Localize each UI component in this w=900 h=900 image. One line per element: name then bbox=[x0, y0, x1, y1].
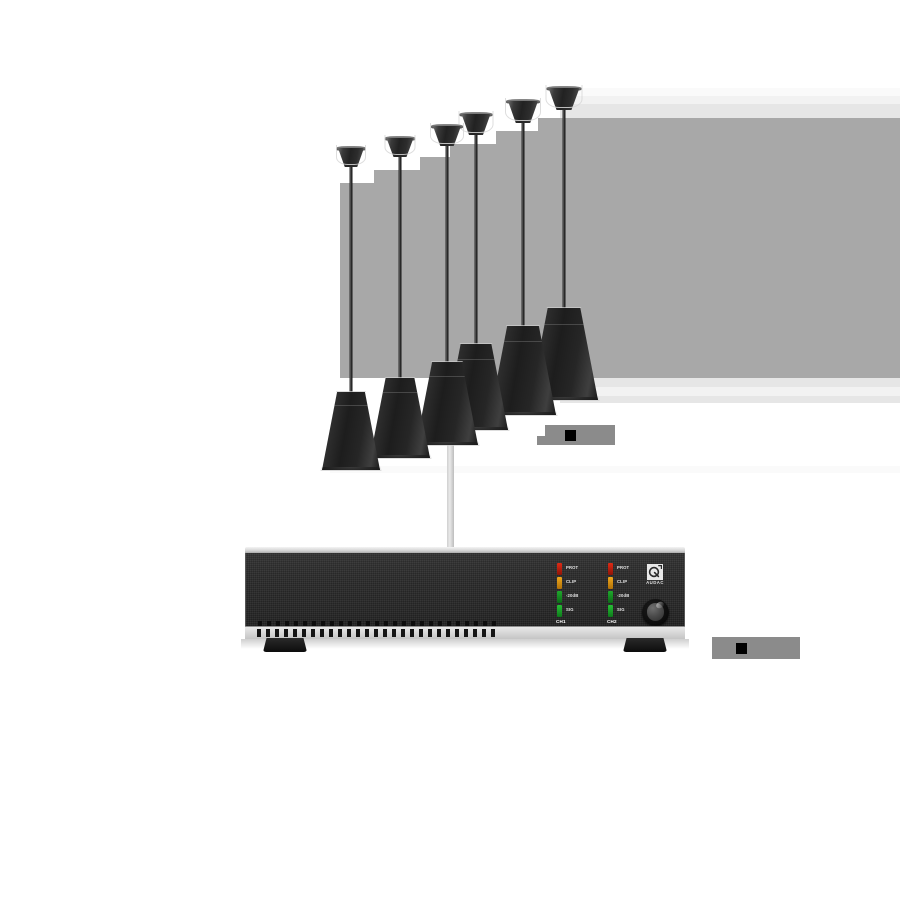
backdrop-fade-top-b bbox=[560, 96, 900, 104]
speaker-cone-seam bbox=[446, 359, 506, 360]
led-bar-ch1 bbox=[557, 563, 562, 617]
led-ch1-20db bbox=[557, 591, 562, 603]
ceiling-mount-icon bbox=[430, 123, 464, 146]
backdrop-fade-top-c bbox=[560, 88, 900, 96]
led-label-ch1-20db: -20dB bbox=[566, 593, 579, 598]
volume-knob[interactable] bbox=[642, 599, 669, 626]
led-bar-ch2 bbox=[608, 563, 613, 617]
led-label-ch1-channel: CH1 bbox=[556, 619, 566, 624]
led-label-ch1-clip: CLIP bbox=[566, 579, 577, 584]
ceiling-mount-icon bbox=[545, 85, 583, 110]
led-label-ch1-prot: PROT bbox=[566, 565, 579, 570]
backdrop-fade-top-d bbox=[560, 112, 900, 118]
speaker-cone-base bbox=[370, 455, 430, 458]
speaker-cone-base bbox=[416, 442, 478, 445]
scp212-amplifier[interactable]: PROT CLIP -20dB SIG CH1 PROT CLIP bbox=[241, 547, 689, 652]
suspension-mast bbox=[398, 157, 402, 382]
speaker-cone-seam bbox=[418, 376, 476, 377]
backdrop-fade-floor bbox=[330, 466, 900, 473]
redaction-upper-tail bbox=[537, 436, 555, 445]
led-meter-ch1: PROT CLIP -20dB SIG CH1 bbox=[556, 563, 597, 625]
led-ch2-clip bbox=[608, 577, 613, 589]
speaker-cone-seam bbox=[324, 405, 378, 406]
backdrop-step-2 bbox=[374, 170, 422, 378]
suspension-mast bbox=[521, 123, 525, 330]
led-label-ch2-20db: -20dB bbox=[617, 593, 630, 598]
led-ch2-prot bbox=[608, 563, 613, 575]
speaker-cone-seam bbox=[492, 341, 554, 342]
suspension-mast bbox=[562, 110, 566, 312]
backdrop-fade-bottom-a bbox=[560, 378, 900, 387]
ceiling-mount-icon bbox=[505, 98, 541, 123]
redaction-upper-marker bbox=[565, 430, 576, 441]
led-label-ch2-clip: CLIP bbox=[617, 579, 628, 584]
led-ch2-sig bbox=[608, 605, 613, 617]
amp-vent-slots bbox=[257, 629, 500, 637]
pendant-speaker-3 bbox=[414, 123, 480, 446]
led-meter-ch2: PROT CLIP -20dB SIG CH2 bbox=[607, 563, 648, 625]
amp-foot-right bbox=[623, 638, 667, 652]
ceiling-mount-icon bbox=[458, 111, 494, 135]
pendant-speaker-2 bbox=[368, 135, 432, 459]
speaker-cone-base bbox=[530, 397, 598, 400]
led-ch1-sig bbox=[557, 605, 562, 617]
amp-top-trim bbox=[245, 547, 685, 554]
backdrop-fade-top-a bbox=[560, 104, 900, 112]
speaker-cone-base bbox=[444, 427, 508, 430]
suspension-mast bbox=[445, 146, 449, 366]
speaker-cone-seam bbox=[532, 324, 596, 325]
speaker-cone-base bbox=[322, 467, 380, 470]
led-label-ch2-prot: PROT bbox=[617, 565, 630, 570]
backdrop-fade-bottom-b bbox=[560, 387, 900, 396]
speaker-cone-outline bbox=[320, 391, 382, 471]
led-ch1-prot bbox=[557, 563, 562, 575]
backdrop-step-1 bbox=[340, 183, 376, 378]
backdrop-step-4 bbox=[450, 144, 498, 378]
amp-foot-left bbox=[263, 638, 307, 652]
ceiling-mount-icon bbox=[384, 135, 416, 157]
amp-drop-shadow bbox=[241, 639, 689, 649]
backdrop-step-6 bbox=[538, 118, 900, 378]
suspension-mast bbox=[474, 135, 478, 348]
backdrop-fade-bottom-c bbox=[560, 396, 900, 403]
suspension-mast bbox=[349, 167, 353, 396]
led-ch1-clip bbox=[557, 577, 562, 589]
audac-logo: AUDAC bbox=[639, 564, 671, 585]
audac-logo-text: AUDAC bbox=[646, 580, 664, 585]
amp-vent-strip bbox=[245, 626, 685, 639]
pendant-speaker-1 bbox=[320, 145, 382, 471]
speaker-cone-base bbox=[490, 412, 556, 415]
speaker-drop-cable bbox=[447, 437, 454, 555]
led-label-ch1-sig: SIG bbox=[566, 607, 574, 612]
speaker-cone-seam bbox=[372, 392, 428, 393]
led-ch2-20db bbox=[608, 591, 613, 603]
redaction-lower-bar bbox=[712, 637, 800, 659]
ceiling-mount-icon bbox=[335, 145, 367, 167]
audac-logo-icon bbox=[647, 564, 663, 580]
led-label-ch2-channel: CH2 bbox=[607, 619, 617, 624]
led-label-ch2-sig: SIG bbox=[617, 607, 625, 612]
redaction-lower-marker bbox=[736, 643, 747, 654]
redaction-upper-bar bbox=[545, 425, 615, 445]
